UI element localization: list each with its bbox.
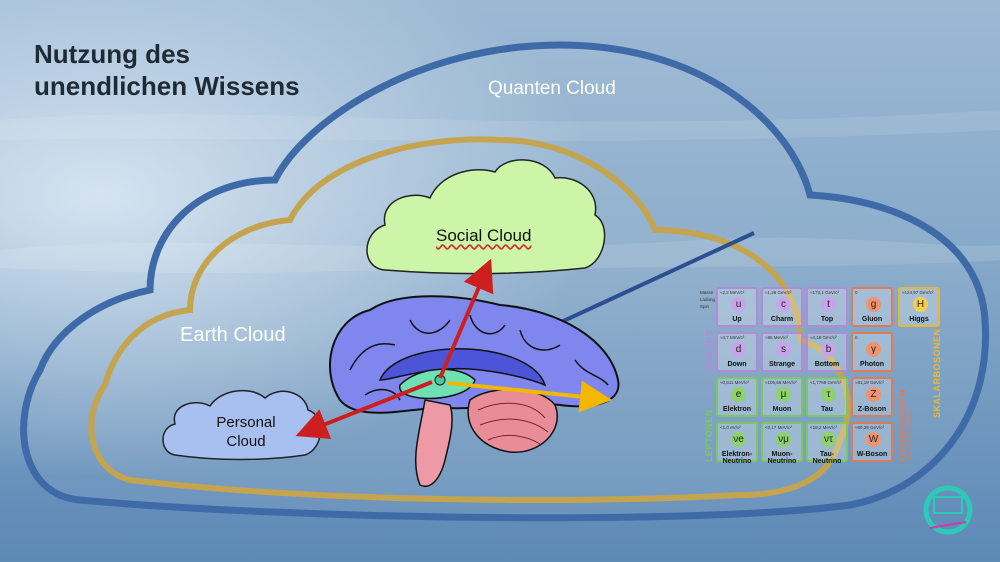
- particle-symbol: H: [913, 297, 928, 312]
- particle-symbol: Z: [866, 387, 881, 402]
- particle-mass: <18,2 MeV/c²: [810, 425, 837, 430]
- group-label-quarks: QUARKS: [704, 329, 714, 372]
- table-legend-mass: Masse: [700, 290, 714, 295]
- group-label-leptons: LEPTONEN: [704, 409, 714, 462]
- particle-mass: ≈2,2 MeV/c²: [720, 290, 745, 295]
- particle-mass: ≈91,19 GeV/c²: [855, 380, 884, 385]
- particle-symbol: μ: [776, 387, 791, 402]
- brain-illustration: [329, 295, 620, 487]
- particle-name: Up: [732, 316, 742, 323]
- particle-mass: 0: [855, 290, 858, 295]
- particle-symbol: s: [776, 342, 791, 357]
- social-cloud-label: Social Cloud: [436, 226, 532, 245]
- personal-cloud-shape: [162, 389, 322, 461]
- particle-symbol: W: [866, 432, 881, 447]
- particle-symbol: e: [731, 387, 746, 402]
- particle-name: Gluon: [861, 316, 883, 323]
- particle-mass: ≈4,18 GeV/c²: [810, 335, 837, 340]
- table-legend-charge: Ladung: [700, 297, 716, 302]
- particle-symbol: νμ: [776, 432, 791, 447]
- personal-cloud-label: Personal Cloud: [196, 413, 296, 451]
- particle-mass: 0: [855, 335, 858, 340]
- earth-cloud-label: Earth Cloud: [180, 324, 286, 346]
- learning-logo: [923, 485, 973, 535]
- particle-symbol: t: [821, 297, 836, 312]
- personal-cloud-label-line-2: Cloud: [226, 433, 266, 450]
- particle-name: Charm: [770, 316, 794, 323]
- particle-name: Higgs: [909, 316, 929, 323]
- particle-mass: ≈173,1 GeV/c²: [810, 290, 839, 295]
- particle-name: Strange: [768, 361, 796, 368]
- social-cloud-shape: [366, 159, 606, 275]
- particle-name: Bottom: [814, 361, 840, 368]
- quanten-cloud-label: Quanten Cloud: [488, 78, 616, 99]
- particle-symbol: ντ: [821, 432, 836, 447]
- particle-symbol: u: [731, 297, 746, 312]
- particle-mass: ≈124,97 GeV/c²: [902, 290, 934, 295]
- arrow-to-personal-cloud: [295, 380, 433, 440]
- particle-symbol: c: [776, 297, 791, 312]
- particle-mass: ≈4,7 MeV/c²: [720, 335, 745, 340]
- particle-name: Photon: [859, 361, 885, 368]
- group-label-scalar: SKALARBOSONEN: [932, 328, 942, 418]
- particle-mass: ≈80,39 GeV/c²: [855, 425, 884, 430]
- particle-cell-z-boson: ≈91,19 GeV/c² Z Z-Boson: [851, 377, 893, 417]
- group-label-gauge: EICHBOSONEN: [898, 389, 908, 462]
- particle-cell-higgs: ≈124,97 GeV/c² H Higgs: [898, 287, 940, 327]
- title-line-1: Nutzung des: [34, 39, 190, 69]
- particle-name: Tau-Neutrino: [812, 451, 842, 465]
- particle-name: Down: [727, 361, 747, 368]
- particle-mass: <0,17 MeV/c²: [765, 425, 792, 430]
- slide-title: Nutzung des unendlichen Wissens: [34, 38, 300, 102]
- particle-name: Z-Boson: [857, 406, 887, 413]
- particle-name: Elektron: [722, 406, 751, 413]
- particle-symbol: τ: [821, 387, 836, 402]
- arrow-to-social-cloud: [438, 258, 494, 379]
- particle-mass: <1,0 eV/c²: [720, 425, 741, 430]
- particle-name: Tau: [821, 406, 833, 413]
- particle-mass: ≈1,28 GeV/c²: [765, 290, 792, 295]
- particle-mass: ≈1,7768 GeV/c²: [810, 380, 842, 385]
- table-legend-spin: Spin: [700, 304, 710, 309]
- personal-cloud-label-line-1: Personal: [216, 414, 276, 431]
- particle-name: Top: [820, 316, 834, 323]
- particle-symbol: d: [731, 342, 746, 357]
- particle-name: Elektron-Neutrino: [721, 451, 753, 465]
- particle-cell-w-boson: ≈80,39 GeV/c² W W-Boson: [851, 422, 893, 462]
- particle-mass: ≈105,66 MeV/c²: [765, 380, 797, 385]
- particle-name: Muon-Neutrino: [767, 451, 797, 465]
- group-label-gauge-sub: VEKTORBOSONEN: [908, 410, 914, 462]
- arrow-to-particle-table: [447, 380, 612, 413]
- title-line-2: unendlichen Wissens: [34, 71, 300, 101]
- particle-symbol: γ: [866, 342, 881, 357]
- particle-mass: ≈96 MeV/c²: [765, 335, 788, 340]
- particle-mass: ≈0,511 MeV/c²: [720, 380, 749, 385]
- particle-symbol: νe: [731, 432, 746, 447]
- particle-name: W-Boson: [856, 451, 888, 458]
- sky-streak: [0, 110, 1000, 141]
- particle-symbol: b: [821, 342, 836, 357]
- particle-name: Muon: [772, 406, 792, 413]
- particle-symbol: g: [866, 297, 881, 312]
